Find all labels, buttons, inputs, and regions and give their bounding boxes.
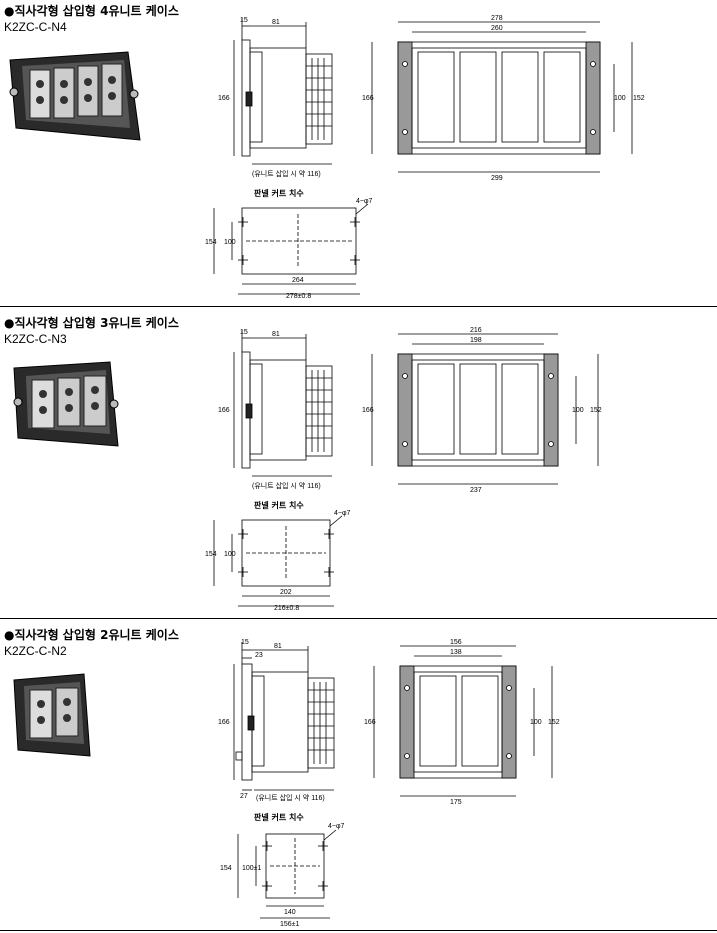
section-divider	[0, 306, 717, 307]
model-code: K2ZC-C-N4	[4, 20, 67, 34]
front-dim-height: 166	[362, 95, 374, 102]
panel-cut-title: 판넬 커트 치수	[254, 188, 304, 198]
panel-cut-dim-width: 216±0.8	[274, 605, 299, 612]
panel-cut-dim-hole-span: 140	[284, 909, 296, 916]
side-dim-166: 166	[218, 407, 230, 414]
front-dim-inner-width: 198	[470, 337, 482, 344]
product-photo-3unit	[13, 361, 119, 447]
section-title: ●직사각형 삽입형 4유니트 케이스	[4, 4, 179, 18]
drawing-3unit: 15 81 166 (유니트 삽입 시 약 116) 216 198 166 1…	[13, 327, 602, 612]
front-dim-mount-width: 299	[491, 175, 503, 182]
model-code: K2ZC-C-N3	[4, 332, 67, 346]
section-divider	[0, 930, 717, 931]
panel-cut-dim-hole-span: 264	[292, 277, 304, 284]
section-divider	[0, 618, 717, 619]
side-dim-81: 81	[272, 19, 280, 26]
section-2unit-case: 15 23 81 166 27 (유니트 삽입 시 약 116) 156 138…	[0, 624, 717, 930]
panel-cut-dim-height: 154	[205, 239, 217, 246]
front-dim-overall-width: 216	[470, 327, 482, 334]
front-dim-mount-width: 175	[450, 799, 462, 806]
panel-cut-2unit	[237, 829, 337, 919]
side-note-insert: (유니트 삽입 시 약 116)	[256, 793, 325, 802]
panel-cut-4unit	[213, 203, 369, 295]
panel-cut-dim-width: 278±0.8	[286, 293, 311, 300]
panel-cut-title: 판넬 커트 치수	[254, 812, 304, 822]
front-dim-inner-width: 138	[450, 649, 462, 656]
front-dim-overall-width: 278	[491, 15, 503, 22]
drawing-2unit: 15 23 81 166 27 (유니트 삽입 시 약 116) 156 138…	[13, 639, 560, 928]
front-dim-mount-height: 152	[548, 719, 560, 726]
side-dim-15: 15	[240, 17, 248, 24]
section-4unit-case: 15 81 166 (유니트 삽입 시 약 116) 278 260 166 1…	[0, 0, 717, 306]
section-3unit-case: 15 81 166 (유니트 삽입 시 약 116) 216 198 166 1…	[0, 312, 717, 618]
front-view-3unit	[371, 333, 599, 485]
front-dim-mount-width: 237	[470, 487, 482, 494]
panel-cut-dim-hole-pitch: 100±1	[242, 865, 262, 872]
section-title: ●직사각형 삽입형 3유니트 케이스	[4, 316, 179, 330]
side-dim-166: 166	[218, 95, 230, 102]
front-dim-hole-pitch: 100	[530, 719, 542, 726]
side-dim-15: 15	[240, 329, 248, 336]
panel-cut-title: 판넬 커트 치수	[254, 500, 304, 510]
side-dim-23: 23	[255, 652, 263, 659]
front-view-2unit	[373, 645, 553, 797]
front-dim-height: 166	[364, 719, 376, 726]
panel-cut-holes: 4−φ7	[328, 823, 345, 830]
side-view-2unit	[233, 642, 335, 791]
side-dim-81: 81	[274, 643, 282, 650]
front-view-4unit	[371, 21, 633, 173]
front-dim-inner-width: 260	[491, 25, 503, 32]
panel-cut-dim-width: 156±1	[280, 921, 300, 928]
product-photo-4unit	[9, 51, 141, 141]
product-photo-2unit	[13, 673, 91, 757]
front-dim-overall-width: 156	[450, 639, 462, 646]
panel-cut-dim-hole-span: 202	[280, 589, 292, 596]
front-dim-hole-pitch: 100	[614, 95, 626, 102]
front-dim-hole-pitch: 100	[572, 407, 584, 414]
panel-cut-dim-hole-pitch: 100	[224, 551, 236, 558]
drawing-4unit: 15 81 166 (유니트 삽입 시 약 116) 278 260 166 1…	[9, 15, 645, 300]
side-view-3unit	[233, 330, 333, 477]
side-view-4unit	[233, 18, 333, 165]
side-dim-81: 81	[272, 331, 280, 338]
front-dim-mount-height: 152	[590, 407, 602, 414]
side-dim-166: 166	[218, 719, 230, 726]
panel-cut-dim-height: 154	[205, 551, 217, 558]
side-note-insert: (유니트 삽입 시 약 116)	[252, 169, 321, 178]
panel-cut-3unit	[213, 515, 343, 607]
side-dim-15: 15	[241, 639, 249, 646]
front-dim-height: 166	[362, 407, 374, 414]
model-code: K2ZC-C-N2	[4, 644, 67, 658]
front-dim-mount-height: 152	[633, 95, 645, 102]
panel-cut-holes: 4−φ7	[334, 510, 351, 517]
side-dim-27: 27	[240, 793, 248, 800]
side-note-insert: (유니트 삽입 시 약 116)	[252, 481, 321, 490]
panel-cut-dim-height: 154	[220, 865, 232, 872]
panel-cut-holes: 4−φ7	[356, 198, 373, 205]
section-title: ●직사각형 삽입형 2유니트 케이스	[4, 628, 179, 642]
panel-cut-dim-hole-pitch: 100	[224, 239, 236, 246]
